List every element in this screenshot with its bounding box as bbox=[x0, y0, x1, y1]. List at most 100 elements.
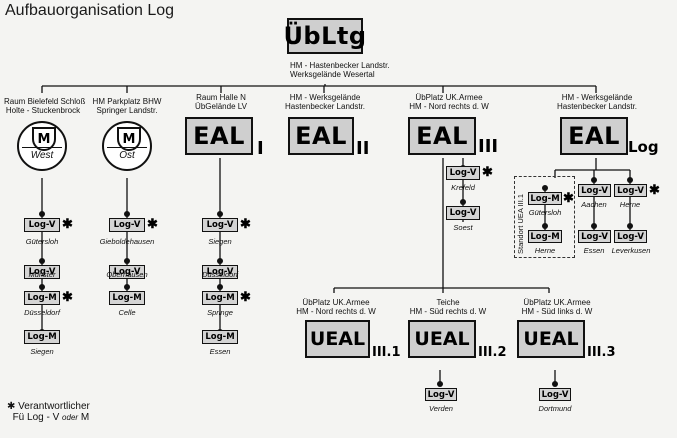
ost-unit-0-city: Gieboldehausen bbox=[99, 237, 155, 246]
standort-unit-0-city: Gütersloh bbox=[528, 208, 562, 217]
ost-m-symbol: M Ost bbox=[102, 121, 152, 171]
eallog-unit-2: Log-V bbox=[578, 230, 611, 243]
legend-line2b: M bbox=[80, 412, 90, 423]
legend-line1: Verantwortlicher bbox=[18, 401, 90, 412]
eal2-roman: II bbox=[356, 138, 370, 159]
uebltg-caption-line1: HM - Hastenbecker Landstr. bbox=[290, 61, 390, 70]
ueal33-caption-line1: ÜbPlatz UK.Armee bbox=[523, 298, 591, 307]
ueal31-box: UEAL bbox=[305, 320, 370, 358]
eallog-caption-line1: HM - Werksgelände bbox=[561, 93, 633, 102]
ost-unit-2-city: Celle bbox=[118, 308, 136, 317]
ost-m-name: Ost bbox=[119, 150, 135, 161]
standort-unit-0-star: ✱ bbox=[563, 190, 574, 205]
west-caption-line1: Raum Bielefeld Schloß bbox=[4, 97, 86, 106]
standort-unit-1-city: Herne bbox=[534, 246, 556, 255]
ueal31-roman: III.1 bbox=[372, 345, 401, 360]
eal3-caption-line2: HM - Nord rechts d. W bbox=[409, 102, 489, 111]
west-unit-2-star: ✱ bbox=[62, 289, 73, 304]
west-unit-3: Log-M bbox=[24, 330, 60, 344]
west-m-name: West bbox=[30, 150, 54, 161]
eallog-unit-1-star: ✱ bbox=[649, 182, 660, 197]
eal2-caption-line1: HM - Werksgelände bbox=[289, 93, 361, 102]
ost-m-divider bbox=[107, 147, 147, 148]
eal3-unit-1-city: Soest bbox=[453, 223, 473, 232]
standort-label: Standort UEA III.1 bbox=[516, 193, 525, 254]
eal3-unit-0-star: ✱ bbox=[482, 164, 493, 179]
eal1-box: EAL bbox=[185, 117, 253, 155]
eal1-roman: I bbox=[257, 138, 264, 159]
west-unit-2-city: Düsseldorf bbox=[24, 308, 60, 317]
eallog-unit-2-city: Essen bbox=[583, 246, 605, 255]
west-unit-3-city: Siegen bbox=[30, 347, 54, 356]
ueal33-caption-line2: HM - Süd links d. W bbox=[521, 307, 593, 316]
eal1-unit-1: Log-V bbox=[202, 265, 238, 279]
ost-caption: HM Parkplatz BHW Springer Landstr. bbox=[88, 97, 166, 115]
ueal31-caption-line2: HM - Nord rechts d. W bbox=[296, 307, 376, 316]
eal1-unit-2-city: Springe bbox=[207, 308, 233, 317]
ueal32-caption: Teiche HM - Süd rechts d. W bbox=[404, 298, 492, 316]
uebltg-caption-line2: Werksgelände Wesertal bbox=[290, 70, 375, 79]
ueal32-unit: Log-V bbox=[425, 388, 457, 401]
ueal33-unit: Log-V bbox=[539, 388, 571, 401]
ueal33-box: UEAL bbox=[517, 320, 585, 358]
ost-caption-line2: Springer Landstr. bbox=[96, 106, 158, 115]
west-unit-0: Log-V bbox=[24, 218, 60, 232]
ost-unit-1-city: Oberhausen bbox=[106, 270, 148, 279]
standort-group bbox=[514, 176, 575, 258]
eal2-caption: HM - Werksgelände Hastenbecker Landstr. bbox=[282, 93, 368, 111]
west-unit-1: Log-V bbox=[24, 265, 60, 279]
legend-oder: oder bbox=[62, 413, 79, 422]
ueal32-box: UEAL bbox=[408, 320, 476, 358]
uebltg-caption: HM - Hastenbecker Landstr. Werksgelände … bbox=[290, 61, 390, 79]
eallog-unit-1-city: Herne bbox=[619, 200, 641, 209]
west-caption: Raum Bielefeld Schloß Holte - Stuckenbro… bbox=[4, 97, 86, 115]
eallog-unit-3: Log-V bbox=[614, 230, 647, 243]
eallog-unit-3-city: Leverkusen bbox=[611, 246, 651, 255]
chart-title: Aufbauorganisation Log bbox=[5, 2, 175, 19]
eallog-suffix: Log bbox=[628, 138, 659, 156]
legend-line2a: Fü Log - V bbox=[12, 412, 60, 423]
ueal33-caption: ÜbPlatz UK.Armee HM - Süd links d. W bbox=[512, 298, 602, 316]
standort-unit-0: Log-M bbox=[528, 192, 562, 205]
ost-caption-line1: HM Parkplatz BHW bbox=[92, 97, 162, 106]
eal1-unit-2-star: ✱ bbox=[240, 289, 251, 304]
eallog-unit-1: Log-V bbox=[614, 184, 647, 197]
west-m-symbol: M West bbox=[17, 121, 67, 171]
west-m-divider bbox=[22, 147, 62, 148]
eal1-unit-3: Log-M bbox=[202, 330, 238, 344]
eal3-caption: ÜbPlatz UK.Armee HM - Nord rechts d. W bbox=[404, 93, 494, 111]
standort-unit-1: Log-M bbox=[528, 230, 562, 243]
west-unit-2: Log-M bbox=[24, 291, 60, 305]
eal3-roman: III bbox=[478, 136, 499, 157]
eallog-unit-0: Log-V bbox=[578, 184, 611, 197]
eallog-unit-0-city: Aachen bbox=[581, 200, 607, 209]
eal1-caption-line2: ÜbGelände LV bbox=[195, 102, 247, 111]
ost-unit-0-star: ✱ bbox=[147, 216, 158, 231]
eal3-caption-line1: ÜbPlatz UK.Armee bbox=[415, 93, 483, 102]
eal1-caption-line1: Raum Halle N bbox=[196, 93, 246, 102]
west-unit-0-star: ✱ bbox=[62, 216, 73, 231]
ost-unit-1: Log-V bbox=[109, 265, 145, 279]
eal3-unit-0-city: Krefeld bbox=[451, 183, 475, 192]
eal2-caption-line2: Hastenbecker Landstr. bbox=[284, 102, 366, 111]
eal1-unit-0-city: Siegen bbox=[208, 237, 232, 246]
eal1-unit-0: Log-V bbox=[202, 218, 238, 232]
eal3-unit-1: Log-V bbox=[446, 206, 480, 220]
eal1-caption: Raum Halle N ÜbGelände LV bbox=[185, 93, 257, 111]
eal2-box: EAL bbox=[288, 117, 354, 155]
ueal33-unit-city: Dortmund bbox=[538, 404, 572, 413]
eal3-unit-0: Log-V bbox=[446, 166, 480, 180]
uebltg-box: ÜbLtg bbox=[283, 18, 366, 54]
ueal32-unit-city: Verden bbox=[429, 404, 453, 413]
west-unit-1-city: Münster bbox=[28, 270, 56, 279]
eal1-unit-2: Log-M bbox=[202, 291, 238, 305]
ost-unit-0: Log-V bbox=[109, 218, 145, 232]
eallog-caption: HM - Werksgelände Hastenbecker Landstr. bbox=[554, 93, 640, 111]
eal1-unit-1-city: Düsseldorf bbox=[202, 270, 238, 279]
legend: ✱ Verantwortlicher Fü Log - V oder M bbox=[7, 401, 90, 423]
ueal33-roman: III.3 bbox=[587, 345, 616, 360]
west-caption-line2: Holte - Stuckenbrock bbox=[5, 106, 81, 115]
eallog-box: EAL bbox=[560, 117, 628, 155]
eal3-box: EAL bbox=[408, 117, 476, 155]
